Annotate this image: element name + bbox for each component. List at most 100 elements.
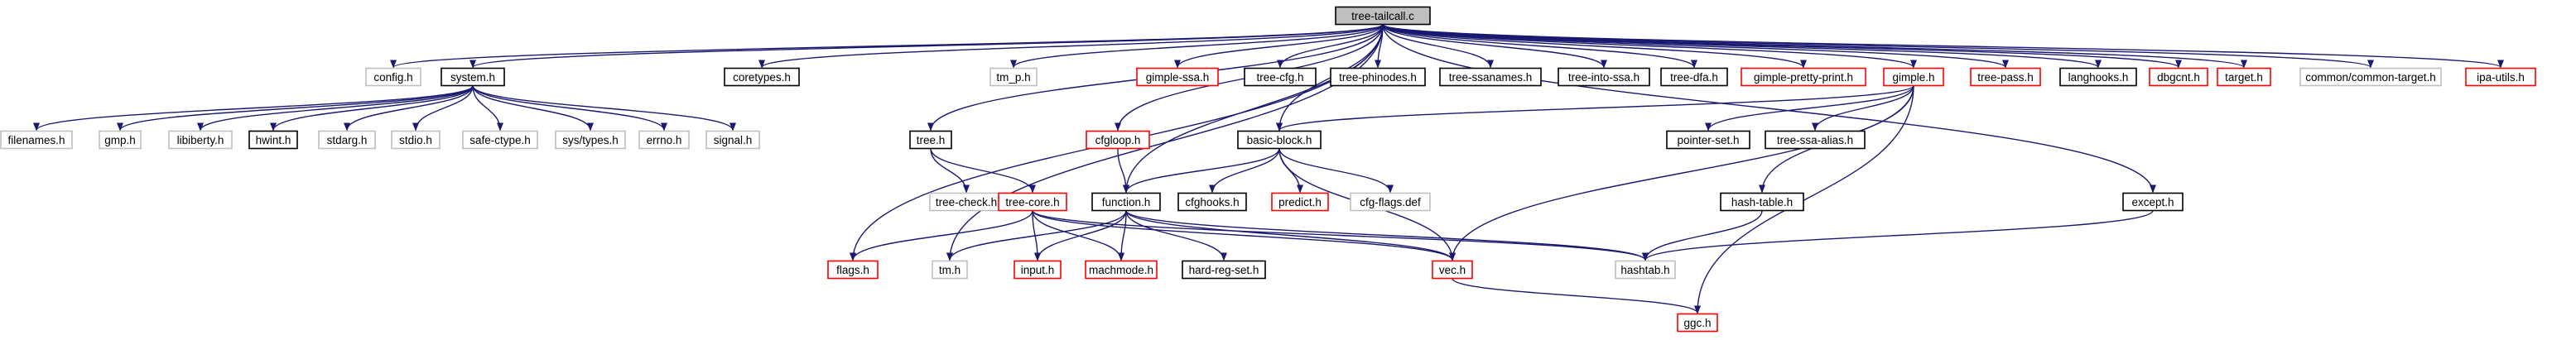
node-label: basic-block.h — [1247, 134, 1312, 146]
edge-system-h-to-sys-types-h — [472, 85, 594, 132]
edge-tree-tailcall-c-to-tree-cfg-h — [1277, 24, 1384, 69]
node-cfg-flags-def[interactable]: cfg-flags.def — [1350, 192, 1431, 212]
node-hwint-h[interactable]: hwint.h — [248, 130, 298, 150]
node-except-h[interactable]: except.h — [2122, 192, 2184, 212]
node-box — [1182, 260, 1266, 280]
node-label: hash-table.h — [1731, 196, 1793, 208]
node-tree-cfg-h[interactable]: tree-cfg.h — [1244, 67, 1317, 87]
node-box — [932, 260, 968, 280]
node-errno-h[interactable]: errno.h — [638, 130, 690, 150]
edge-tree-tailcall-c-to-target-h — [1382, 23, 2247, 69]
edge-tree-tailcall-c-to-tree-pass-h — [1382, 23, 2009, 69]
node-label: function.h — [1102, 196, 1151, 208]
edge-tree-tailcall-c-to-config-h — [390, 23, 1384, 69]
node-flags-h[interactable]: flags.h — [827, 260, 879, 280]
node-tm-p-h[interactable]: tm_p.h — [989, 67, 1038, 87]
node-tm-h[interactable]: tm.h — [932, 260, 968, 280]
node-hashtab-h[interactable]: hashtab.h — [1615, 260, 1676, 280]
node-label: tree-pass.h — [1977, 71, 2034, 84]
node-label: gmp.h — [104, 134, 136, 146]
node-vec-h[interactable]: vec.h — [1432, 260, 1473, 280]
node-pointer-set-h[interactable]: pointer-set.h — [1666, 130, 1750, 150]
node-box — [724, 67, 800, 87]
node-label: config.h — [373, 71, 412, 84]
edge-system-h-to-filenames-h — [33, 84, 474, 132]
node-common-target-h[interactable]: common/common-target.h — [2299, 67, 2442, 87]
edge-gimple-h-to-pointer-set-h — [1705, 85, 1914, 132]
node-ggc-h[interactable]: ggc.h — [1677, 313, 1718, 333]
edge-vec-h-to-ggc-h — [1452, 278, 1701, 314]
node-label: tree-ssa-alias.h — [1777, 134, 1853, 146]
node-hard-reg-set-h[interactable]: hard-reg-set.h — [1182, 260, 1266, 280]
node-coretypes-h[interactable]: coretypes.h — [724, 67, 800, 87]
node-signal-h[interactable]: signal.h — [705, 130, 760, 150]
node-box — [1558, 67, 1650, 87]
edge-tree-h-to-tree-core-h — [930, 148, 1036, 194]
node-tree-ssanames-h[interactable]: tree-ssanames.h — [1439, 67, 1542, 87]
node-function-h[interactable]: function.h — [1091, 192, 1161, 212]
node-label: tree-into-ssa.h — [1568, 71, 1639, 84]
edge-tree-tailcall-c-to-tm-p-h — [1010, 24, 1384, 69]
edge-system-h-to-stdarg-h — [344, 85, 474, 132]
node-machmode-h[interactable]: machmode.h — [1085, 260, 1158, 280]
node-label: tree-check.h — [936, 196, 997, 208]
node-tree-h[interactable]: tree.h — [909, 130, 952, 150]
node-gimple-h[interactable]: gimple.h — [1883, 67, 1944, 87]
node-system-h[interactable]: system.h — [441, 67, 505, 87]
node-label: cfgloop.h — [1095, 134, 1141, 146]
node-box — [1014, 260, 1062, 280]
edge-gimple-h-to-tree-ssa-alias-h — [1812, 85, 1914, 132]
node-ipa-utils-h[interactable]: ipa-utils.h — [2465, 67, 2536, 87]
node-cfghooks-h[interactable]: cfghooks.h — [1177, 192, 1247, 212]
node-gimple-ssa-h[interactable]: gimple-ssa.h — [1136, 67, 1219, 87]
node-dbgcnt-h[interactable]: dbgcnt.h — [2149, 67, 2208, 87]
node-sys-types-h[interactable]: sys/types.h — [555, 130, 626, 150]
edge-tree-tailcall-c-to-except-h — [1382, 24, 2156, 194]
edge-tree-core-h-to-hashtab-h — [1032, 209, 1649, 261]
node-hash-table-h[interactable]: hash-table.h — [1720, 192, 1804, 212]
node-tree-check-h[interactable]: tree-check.h — [929, 192, 1004, 212]
edge-except-h-to-hashtab-h — [1642, 209, 2154, 261]
node-input-h[interactable]: input.h — [1014, 260, 1062, 280]
edge-hash-table-h-to-hashtab-h — [1642, 210, 1763, 261]
node-label: gimple-pretty-print.h — [1754, 71, 1853, 84]
node-box — [1086, 130, 1150, 150]
node-target-h[interactable]: target.h — [2217, 67, 2271, 87]
node-box — [1666, 130, 1750, 150]
node-langhooks-h[interactable]: langhooks.h — [2059, 67, 2137, 87]
edge-basic-block-h-to-cfghooks-h — [1209, 148, 1280, 194]
edge-system-h-to-signal-h — [472, 85, 736, 132]
node-tree-into-ssa-h[interactable]: tree-into-ssa.h — [1558, 67, 1650, 87]
node-box — [1615, 260, 1676, 280]
edge-system-h-to-errno-h — [472, 85, 667, 132]
node-tree-phinodes-h[interactable]: tree-phinodes.h — [1330, 67, 1426, 87]
node-box — [998, 192, 1067, 212]
node-tree-dfa-h[interactable]: tree-dfa.h — [1660, 67, 1728, 87]
node-box — [99, 130, 142, 150]
node-label: sys/types.h — [562, 134, 619, 146]
node-stdio-h[interactable]: stdio.h — [391, 130, 441, 150]
edge-gimple-h-to-vec-h — [1449, 85, 1914, 261]
node-libiberty-h[interactable]: libiberty.h — [168, 130, 233, 150]
node-box — [1765, 130, 1866, 150]
node-filenames-h[interactable]: filenames.h — [0, 130, 73, 150]
node-tree-core-h[interactable]: tree-core.h — [998, 192, 1067, 212]
node-box — [2217, 67, 2271, 87]
node-box — [2299, 67, 2442, 87]
node-box — [1136, 67, 1219, 87]
node-tree-ssa-alias-h[interactable]: tree-ssa-alias.h — [1765, 130, 1866, 150]
node-config-h[interactable]: config.h — [365, 67, 421, 87]
node-cfgloop-h[interactable]: cfgloop.h — [1086, 130, 1150, 150]
node-box — [1720, 192, 1804, 212]
node-gmp-h[interactable]: gmp.h — [99, 130, 142, 150]
node-box — [1432, 260, 1473, 280]
edge-tree-tailcall-c-to-system-h — [469, 23, 1384, 69]
edge-tree-tailcall-c-to-gimple-h — [1382, 23, 1917, 69]
node-label: hashtab.h — [1620, 264, 1669, 276]
node-stdarg-h[interactable]: stdarg.h — [318, 130, 376, 150]
node-basic-block-h[interactable]: basic-block.h — [1237, 130, 1322, 150]
node-predict-h[interactable]: predict.h — [1271, 192, 1329, 212]
node-gimple-pretty-print-h[interactable]: gimple-pretty-print.h — [1741, 67, 1866, 87]
node-safe-ctype-h[interactable]: safe-ctype.h — [462, 130, 538, 150]
node-tree-pass-h[interactable]: tree-pass.h — [1970, 67, 2041, 87]
